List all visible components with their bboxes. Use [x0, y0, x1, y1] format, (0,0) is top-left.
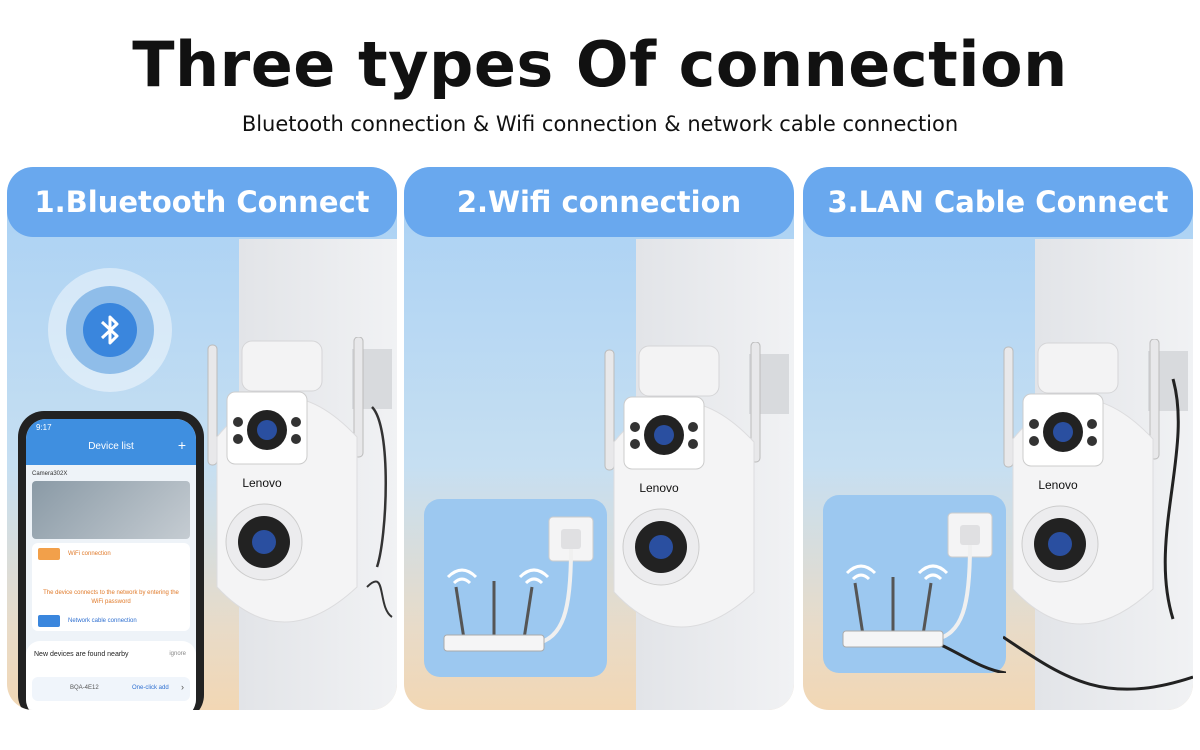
wifi-option-desc: The device connects to the network by en…: [43, 590, 179, 605]
lan-cable: [1003, 635, 1193, 691]
panel-bluetooth: Lenovo 9:17 Device list + Camera302X W: [7, 167, 397, 710]
router-box: [424, 499, 607, 677]
phone-screen: 9:17 Device list + Camera302X WiFi conne…: [26, 419, 196, 710]
one-click-add-button[interactable]: One-click add: [132, 685, 169, 691]
wifi-option[interactable]: WiFi connection: [68, 551, 111, 557]
camera-image: Lenovo: [1003, 339, 1188, 625]
sheet-title: New devices are found nearby: [34, 651, 129, 658]
wall-socket-icon: [947, 512, 993, 558]
camera-image: Lenovo: [207, 337, 393, 623]
bluetooth-badge: [48, 268, 172, 392]
nearby-device-row[interactable]: BQA-4E12 One-click add ›: [32, 677, 190, 701]
ignore-button[interactable]: ignore: [169, 651, 186, 657]
device-list-title: Device list: [88, 441, 134, 452]
device-id: BQA-4E12: [70, 685, 99, 691]
camera-brand: Lenovo: [242, 476, 282, 490]
wifi-option-icon: [38, 548, 60, 560]
camera-brand: Lenovo: [639, 481, 679, 495]
bluetooth-icon: [100, 315, 119, 345]
connection-options: WiFi connection The device connects to t…: [32, 543, 190, 631]
wifi-signal-icon: [845, 564, 949, 581]
router-icon: [443, 581, 545, 652]
chevron-right-icon: ›: [181, 682, 184, 692]
panel-lan: Lenovo: [803, 167, 1193, 710]
page-title: Three types Of connection: [132, 28, 1068, 101]
camera-thumbnail[interactable]: [32, 481, 190, 539]
lan-option[interactable]: Network cable connection: [68, 618, 137, 624]
nearby-devices-sheet: New devices are found nearby ignore BQA-…: [26, 641, 196, 710]
panel-header-wifi: 2.Wifi connection: [404, 167, 794, 237]
phone: 9:17 Device list + Camera302X WiFi conne…: [18, 411, 204, 710]
camera-image: Lenovo: [604, 342, 789, 628]
router-box: [823, 495, 1007, 675]
camera-name: Camera302X: [32, 471, 68, 477]
panel-header-lan: 3.LAN Cable Connect: [803, 167, 1193, 237]
panel-wifi: Lenovo 2.Wifi connectio: [404, 167, 794, 710]
add-device-icon[interactable]: +: [177, 437, 186, 453]
panel-header-bluetooth: 1.Bluetooth Connect: [7, 167, 397, 237]
phone-time: 9:17: [36, 423, 52, 432]
router-icon: [842, 577, 944, 648]
wifi-signal-icon: [446, 568, 550, 585]
camera-brand: Lenovo: [1038, 478, 1078, 492]
page-subtitle: Bluetooth connection & Wifi connection &…: [241, 112, 959, 136]
lan-option-icon: [38, 615, 60, 627]
